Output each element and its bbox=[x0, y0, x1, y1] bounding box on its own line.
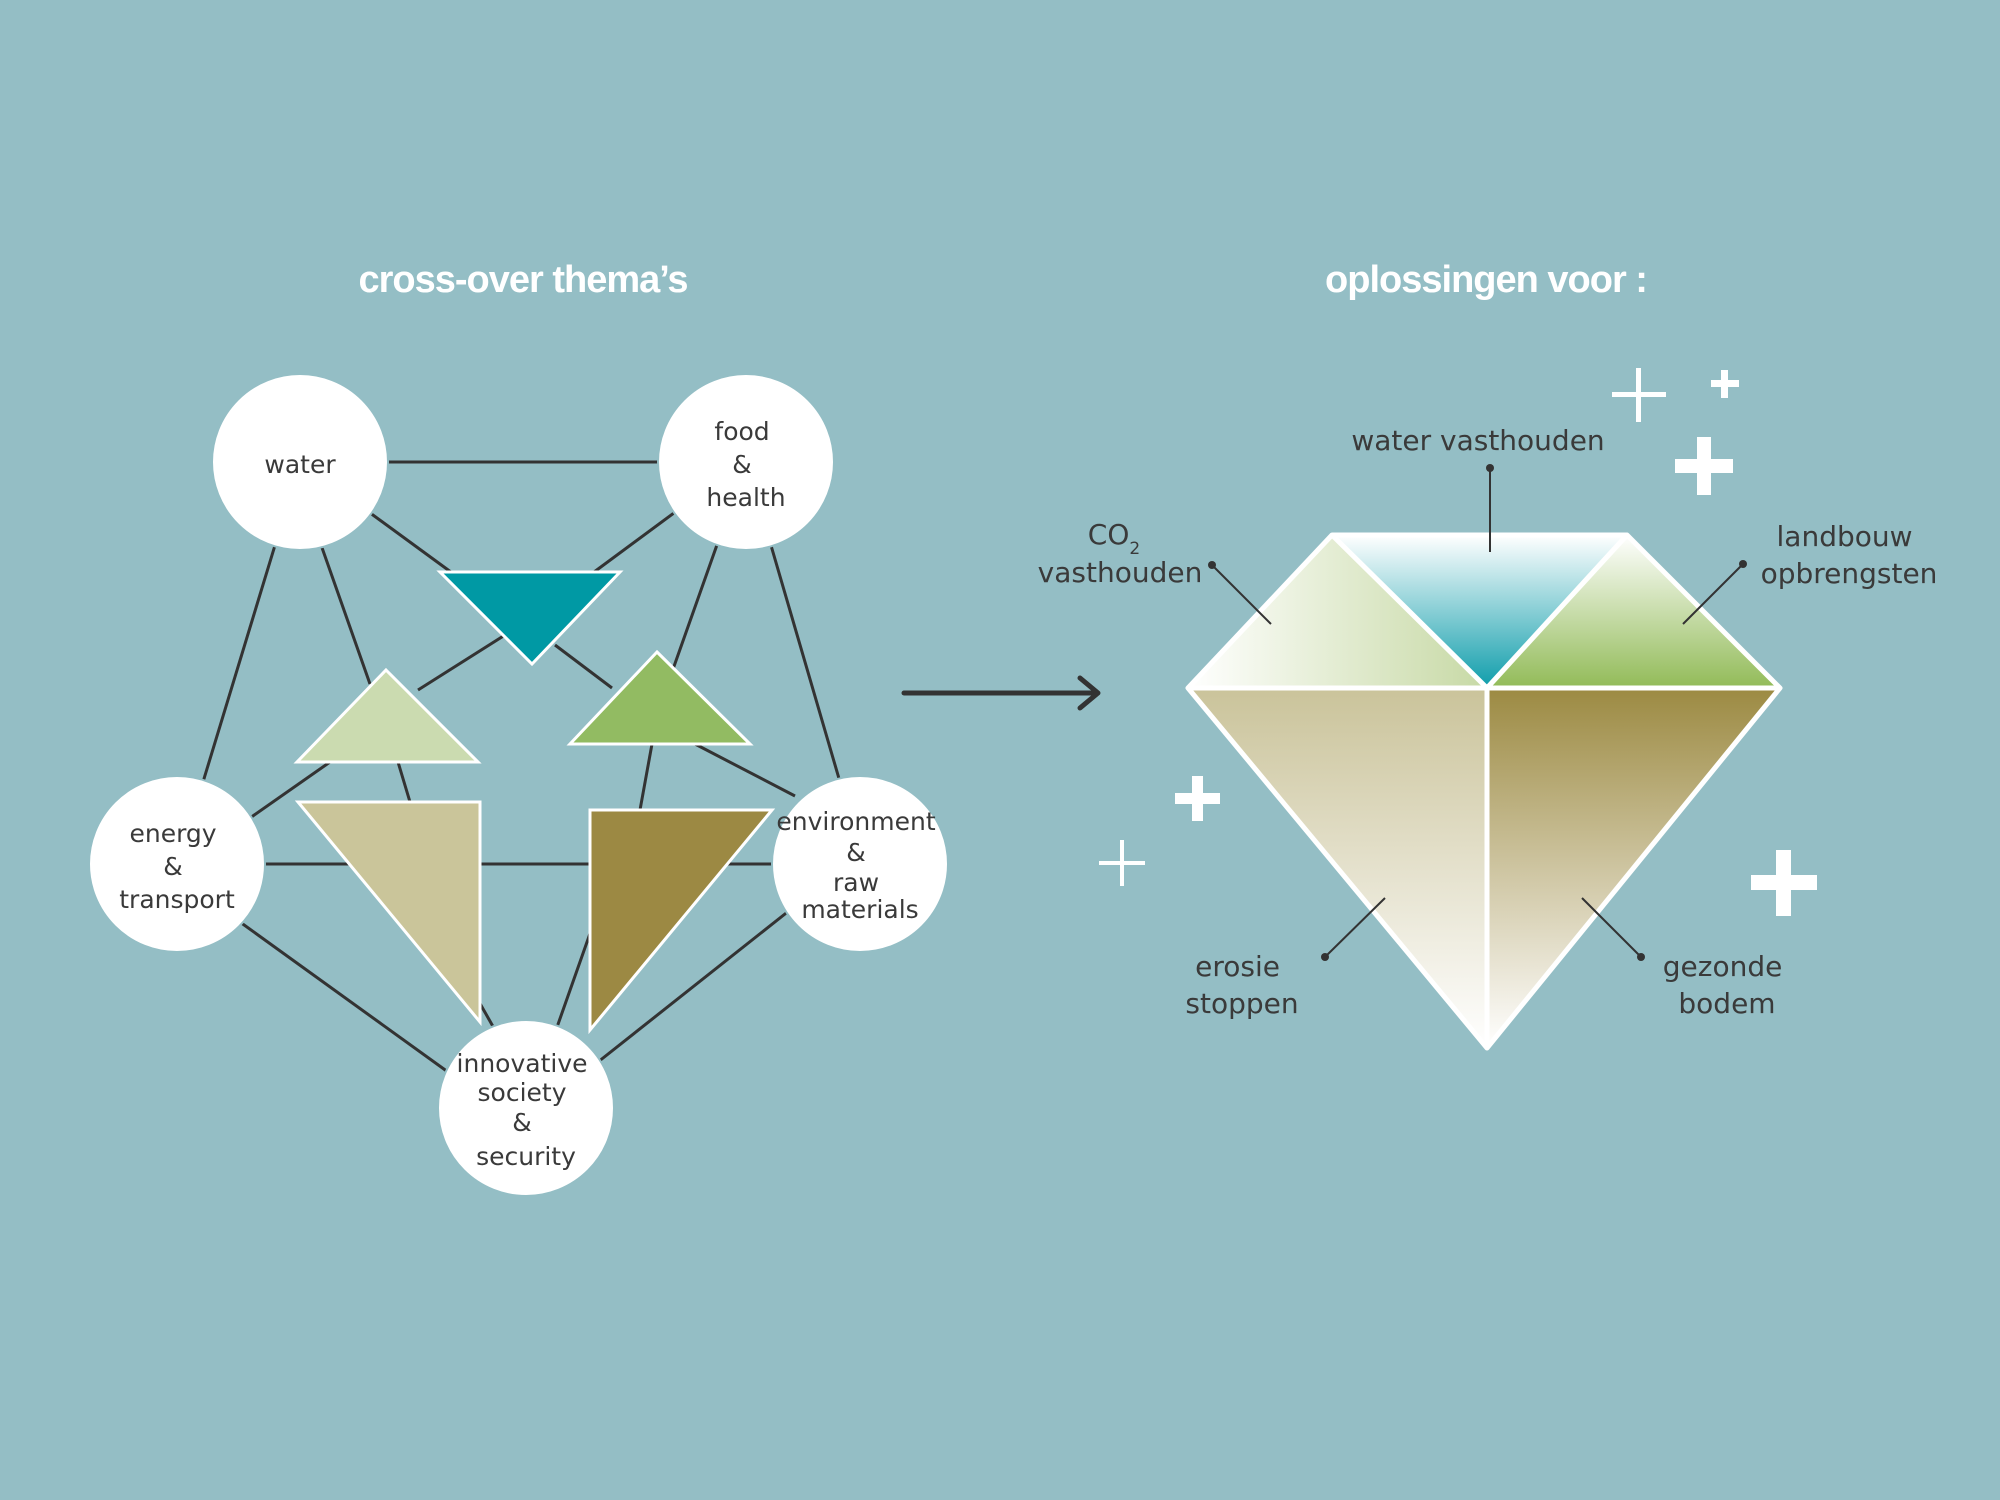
node-food-line-2: & bbox=[732, 450, 752, 479]
label-landbouw-opbrengsten: landbouw opbrengsten bbox=[1761, 520, 1938, 590]
label-erosie-stoppen: erosie stoppen bbox=[1185, 950, 1298, 1020]
node-innovative-society-security: innovative society & security bbox=[437, 1019, 615, 1197]
diamond-facet-co2 bbox=[1188, 535, 1487, 688]
edge-food-teal bbox=[589, 505, 683, 577]
network-triangles bbox=[293, 570, 776, 1035]
svg-text:energy & transport: energy & transport bbox=[119, 819, 235, 914]
node-environment-line-4: materials bbox=[801, 895, 918, 924]
node-food-line-1: food bbox=[714, 417, 769, 446]
label-gezonde-line-2: bodem bbox=[1678, 987, 1775, 1020]
node-innovative-line-2: society bbox=[478, 1078, 567, 1107]
edge-environment-innovative bbox=[597, 908, 791, 1064]
plus-icon bbox=[1711, 370, 1739, 398]
node-environment-line-3: raw bbox=[833, 868, 879, 897]
plus-icon bbox=[1751, 850, 1817, 916]
edge-energy-innovative bbox=[239, 920, 449, 1074]
node-water-line: water bbox=[264, 450, 336, 479]
node-innovative-line-1: innovative bbox=[457, 1049, 588, 1078]
leader-erosie bbox=[1324, 897, 1386, 958]
plus-icon bbox=[1175, 776, 1220, 821]
edge-water-teal bbox=[361, 505, 456, 577]
label-co2-sub: 2 bbox=[1129, 539, 1140, 559]
edge-olive-innovative bbox=[554, 924, 595, 1031]
heading-oplossingen: oplossingen voor : bbox=[1325, 259, 1647, 301]
node-environment-raw-materials: environment & raw materials bbox=[771, 775, 949, 953]
svg-text:water: water bbox=[264, 450, 336, 479]
label-erosie-line-2: stoppen bbox=[1185, 987, 1298, 1020]
plus-icon bbox=[1612, 368, 1666, 422]
triangle-green bbox=[566, 649, 754, 746]
label-landbouw-line-1: landbouw bbox=[1777, 520, 1913, 553]
node-energy-line-3: transport bbox=[119, 885, 235, 914]
label-co2-vasthouden: CO2 vasthouden bbox=[1038, 518, 1203, 589]
node-environment-line-1: environment bbox=[776, 807, 935, 836]
label-co2-line2: vasthouden bbox=[1038, 556, 1203, 589]
leader-dot-water bbox=[1486, 464, 1494, 472]
node-environment-line-2: & bbox=[846, 838, 866, 867]
leader-dot-landbouw bbox=[1739, 560, 1747, 568]
edge-teal-green bbox=[554, 643, 613, 690]
network-edges bbox=[201, 460, 842, 1074]
edge-water-energy bbox=[201, 541, 278, 783]
node-food-health: food & health bbox=[657, 373, 835, 551]
plus-icon bbox=[1099, 840, 1145, 886]
edge-environment-green bbox=[694, 742, 796, 798]
node-water: water bbox=[211, 373, 389, 551]
triangle-light-green bbox=[293, 667, 482, 764]
leader-dot-co2 bbox=[1208, 561, 1216, 569]
node-energy-transport: energy & transport bbox=[88, 775, 266, 953]
diamond-facet-landbouw bbox=[1487, 535, 1780, 688]
triangle-teal bbox=[436, 570, 624, 667]
edge-lightgreen-beige bbox=[396, 761, 412, 803]
edge-food-green bbox=[670, 541, 720, 673]
heading-cross-over: cross-over thema’s bbox=[358, 259, 687, 301]
edge-food-environment bbox=[768, 541, 842, 783]
leader-lines bbox=[1208, 464, 1747, 961]
label-gezonde-line-1: gezonde bbox=[1663, 950, 1783, 983]
diamond-facet-water bbox=[1332, 535, 1627, 688]
label-erosie-line-1: erosie bbox=[1195, 950, 1280, 983]
arrow-right-icon bbox=[901, 675, 1101, 711]
edge-teal-lightgreen bbox=[417, 633, 506, 692]
leader-dot-erosie bbox=[1321, 953, 1329, 961]
leader-gezonde bbox=[1581, 897, 1642, 958]
node-energy-line-2: & bbox=[163, 852, 183, 881]
node-innovative-line-3: & bbox=[512, 1108, 532, 1137]
svg-text:vasthouden: vasthouden bbox=[1038, 556, 1203, 589]
triangle-olive bbox=[588, 808, 776, 1035]
node-food-line-3: health bbox=[706, 483, 785, 512]
leader-dot-gezonde bbox=[1637, 953, 1645, 961]
edge-green-olive bbox=[638, 743, 654, 811]
node-energy-line-1: energy bbox=[129, 819, 216, 848]
svg-text:innovative society: innovative society & security bbox=[457, 1049, 596, 1171]
label-landbouw-line-2: opbrengsten bbox=[1761, 557, 1938, 590]
label-water-vasthouden: water vasthouden bbox=[1351, 424, 1604, 457]
label-co2-main: CO bbox=[1088, 518, 1130, 551]
node-innovative-line-4: security bbox=[476, 1142, 576, 1171]
svg-text:environment & raw: environment & raw materials bbox=[776, 807, 943, 924]
diamond bbox=[1185, 532, 1783, 1051]
edge-water-lightgreen bbox=[318, 541, 372, 685]
label-gezonde-bodem: gezonde bodem bbox=[1663, 950, 1791, 1020]
leader-landbouw bbox=[1682, 563, 1744, 625]
triangle-beige bbox=[294, 800, 482, 1027]
svg-text:food & health: food & health bbox=[706, 417, 785, 512]
edge-energy-lightgreen bbox=[249, 760, 331, 820]
svg-text:CO2: CO2 bbox=[1088, 518, 1140, 559]
plus-icon bbox=[1675, 437, 1733, 495]
leader-co2 bbox=[1211, 564, 1272, 625]
